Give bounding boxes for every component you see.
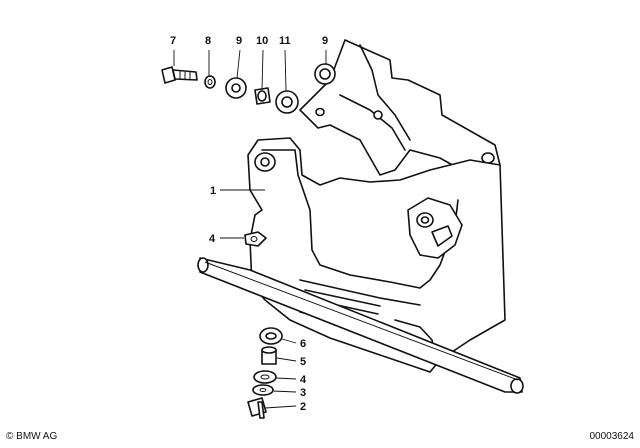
leader-lines (173, 49, 327, 409)
washer-8 (204, 75, 216, 89)
bolt-7 (161, 66, 198, 84)
callout-3: 3 (300, 387, 306, 399)
spacer-9-right (314, 63, 336, 85)
callout-2: 2 (300, 401, 306, 413)
washer-3 (252, 384, 274, 396)
bushing-11 (275, 90, 299, 114)
bolt-2 (247, 397, 267, 419)
callouts: 7 8 9 10 11 9 1 4 6 5 4 3 2 (170, 35, 328, 413)
sleeve-10 (254, 87, 271, 105)
callout-6: 6 (300, 338, 306, 350)
callout-9: 9 (236, 35, 242, 47)
callout-10: 10 (256, 35, 268, 47)
callout-9: 9 (322, 35, 328, 47)
copyright-label: © BMW AG (6, 431, 58, 442)
callout-5: 5 (300, 356, 306, 368)
callout-4: 4 (300, 374, 307, 386)
callout-11: 11 (279, 35, 291, 47)
callout-7: 7 (170, 35, 176, 47)
bushing-6 (259, 327, 283, 345)
upper-bracket (299, 39, 501, 186)
document-number: 00003624 (589, 431, 635, 442)
callout-1: 1 (210, 185, 216, 197)
clip-4-upper (244, 231, 267, 247)
clip-4-lower (253, 370, 277, 384)
callout-8: 8 (205, 35, 211, 47)
spacer-9-left (225, 77, 247, 99)
pivot-shaft (197, 257, 524, 394)
callout-4: 4 (209, 233, 216, 245)
sleeve-5 (261, 346, 277, 365)
